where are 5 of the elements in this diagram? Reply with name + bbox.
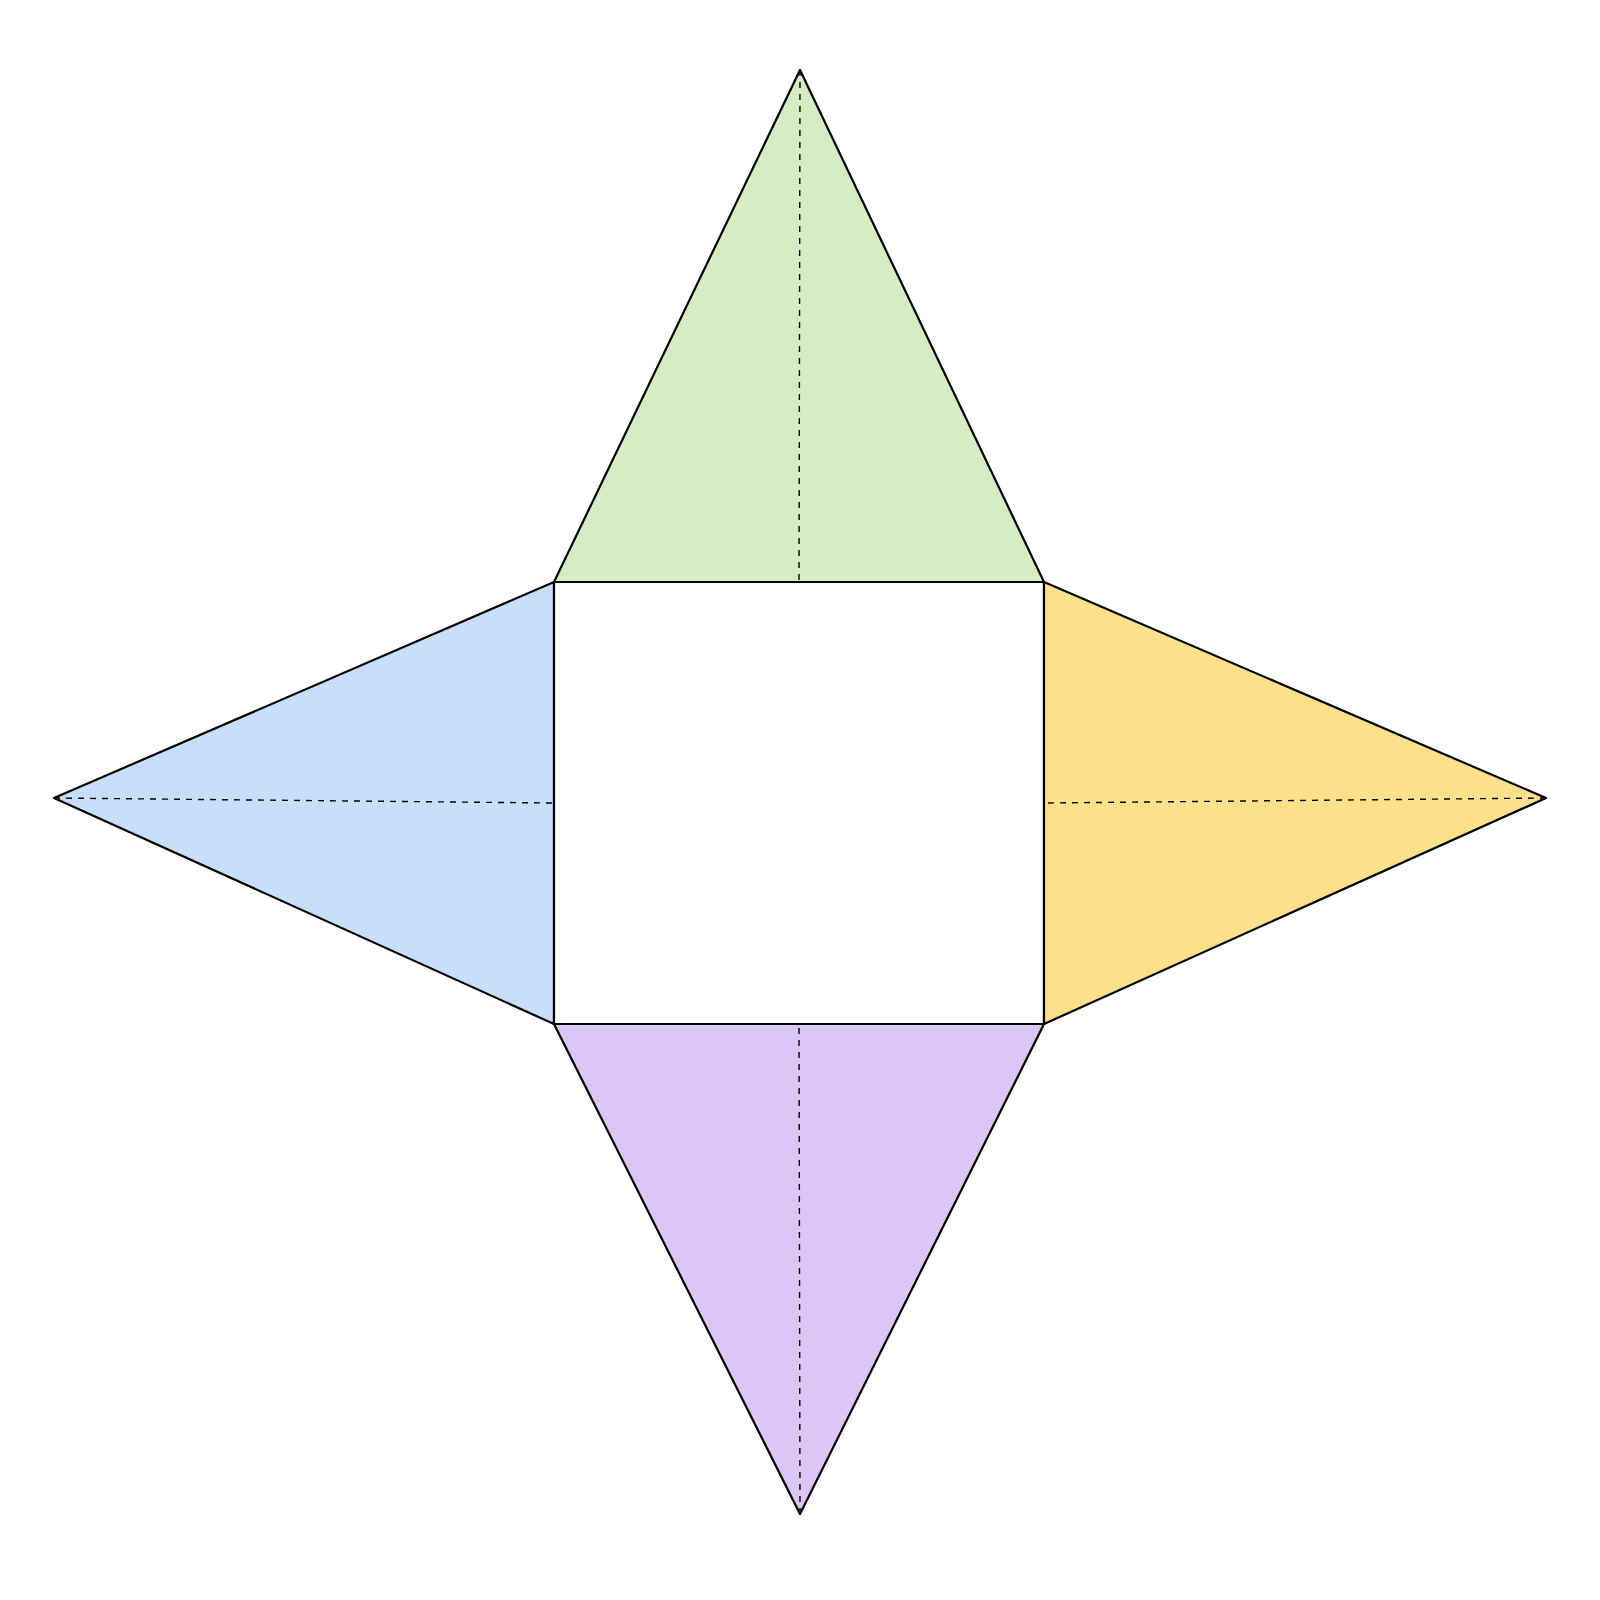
triangle-face	[1042, 580, 1548, 1026]
triangle-face	[552, 1022, 1046, 1516]
base-rectangle	[552, 580, 1046, 1026]
triangle-face	[52, 580, 556, 1026]
triangle-face	[552, 68, 1046, 584]
